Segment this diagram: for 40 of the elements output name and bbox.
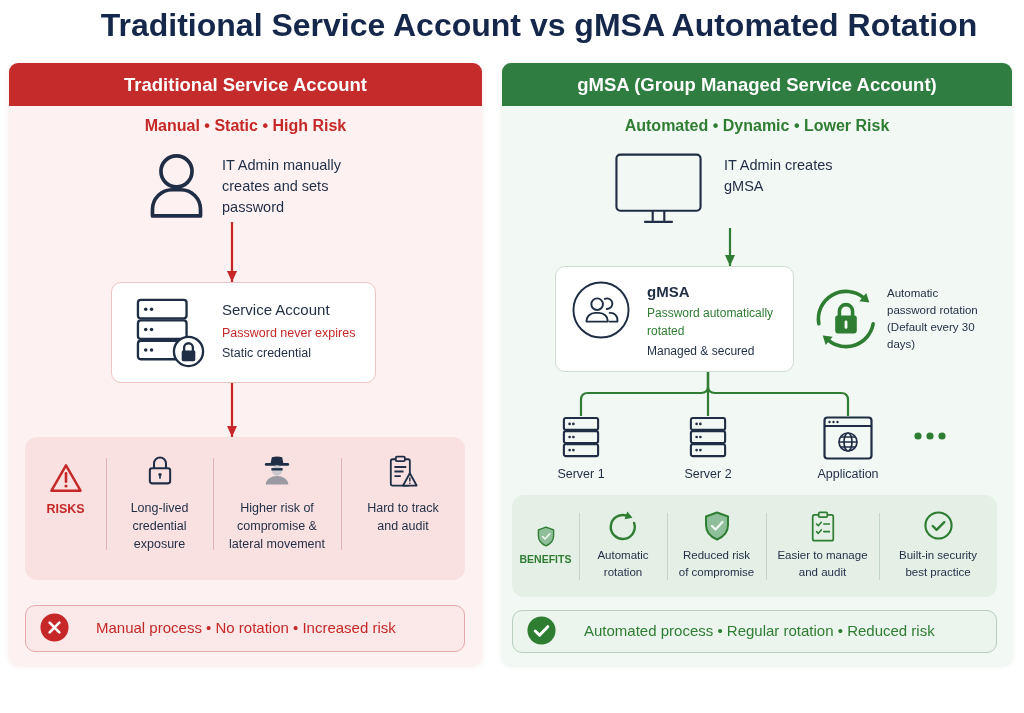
arrow	[227, 383, 237, 437]
step-text: IT Admin manually creates and sets password	[222, 156, 342, 217]
arrow	[725, 228, 735, 266]
arrow	[227, 222, 237, 282]
risk-text: Hard to track and audit	[366, 500, 440, 535]
benefit-text: Automatic rotation	[596, 548, 650, 580]
panel-header: Traditional Service Account	[9, 63, 482, 106]
panel-card	[9, 63, 482, 665]
card-title: gMSA	[647, 282, 691, 302]
summary-text: Manual process • No rotation • Increased risk	[96, 618, 397, 638]
summary-bar	[512, 610, 997, 653]
card-highlight: Password automatically rotated	[647, 305, 775, 340]
page-title: Traditional Service Account vs gMSA Automated Rotation	[100, 6, 978, 45]
panel-header: gMSA (Group Managed Service Account)	[502, 63, 1012, 106]
application-label: Application	[816, 466, 880, 482]
card-text: Managed & secured	[647, 343, 756, 360]
panel-subtitle: Automated • Dynamic • Lower Risk	[624, 116, 890, 136]
risk-text: Higher risk of compromise & lateral movement	[228, 500, 326, 553]
card-text: Static credential	[222, 345, 312, 362]
risk-text: Long-lived credential exposure	[130, 500, 189, 553]
benefit-text: Built-in security best practice	[898, 548, 978, 580]
panel-card	[502, 63, 1012, 665]
account-card	[555, 266, 794, 372]
server-label: Server 1	[556, 466, 606, 482]
summary-bar	[25, 605, 465, 652]
account-card	[111, 282, 376, 383]
connector-line	[706, 372, 850, 416]
server-label: Server 2	[683, 466, 733, 482]
card-title: Service Account	[222, 300, 331, 320]
benefit-text: Easier to manage and audit	[776, 548, 869, 580]
summary-text: Automated process • Regular rotation • Reduced risk	[584, 621, 936, 641]
risks-panel	[25, 437, 465, 580]
risks-heading: RISKS	[45, 501, 86, 518]
card-highlight: Password never expires	[222, 325, 357, 342]
benefit-text: Reduced risk of compromise	[678, 548, 755, 580]
panel-subtitle: Manual • Static • High Risk	[144, 116, 347, 136]
step-text: IT Admin creates gMSA	[724, 156, 834, 196]
benefits-heading: BENEFITS	[519, 552, 572, 567]
rotation-note: Automatic password rotation (Default every 30 days)	[887, 286, 979, 352]
benefits-panel	[512, 495, 997, 597]
